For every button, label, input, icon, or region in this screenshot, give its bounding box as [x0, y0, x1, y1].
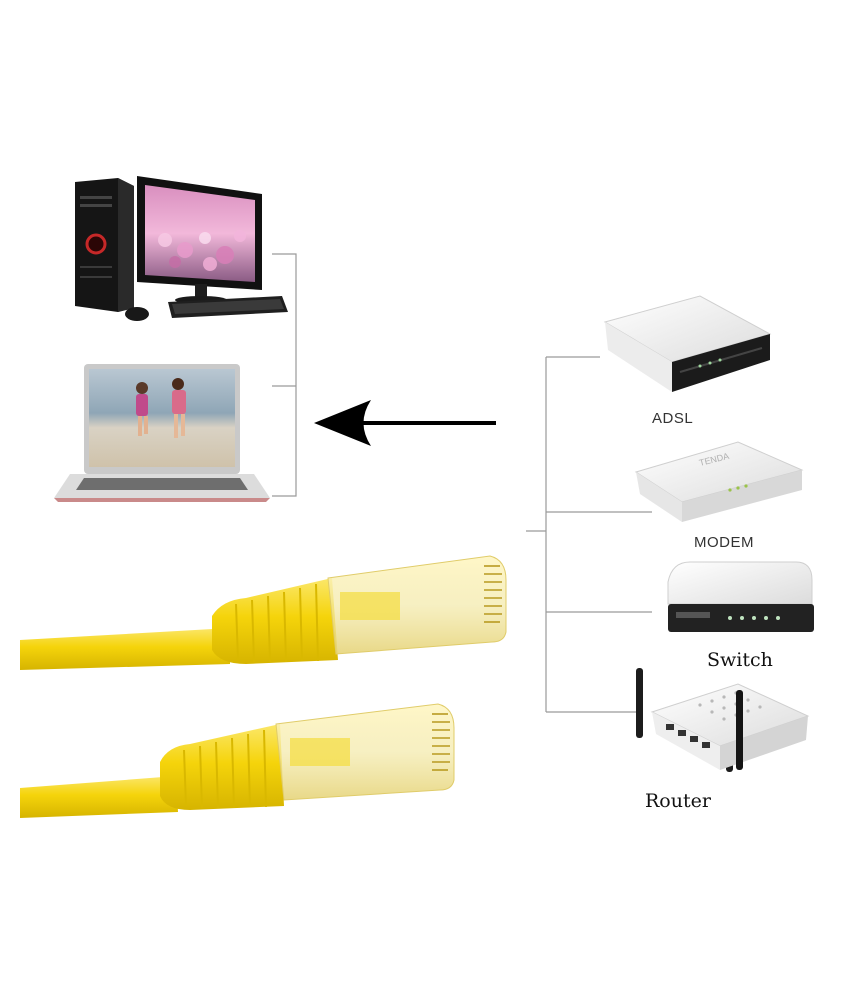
ethernet-cable-icon — [20, 555, 507, 818]
switch-label: Switch — [707, 649, 773, 671]
left-arrow-icon — [314, 400, 496, 446]
laptop-icon — [54, 364, 270, 502]
adsl-modem-icon — [603, 295, 772, 392]
modem-icon: TENDA — [634, 441, 804, 522]
network-switch-icon — [667, 561, 814, 632]
desktop-computer-icon — [75, 176, 288, 321]
modem-label: MODEM — [694, 534, 754, 551]
router-label: Router — [645, 790, 711, 812]
adsl-label: ADSL — [652, 410, 694, 427]
wireless-router-icon — [636, 668, 810, 772]
computers-bracket — [272, 253, 297, 497]
devices-bracket — [526, 356, 652, 713]
